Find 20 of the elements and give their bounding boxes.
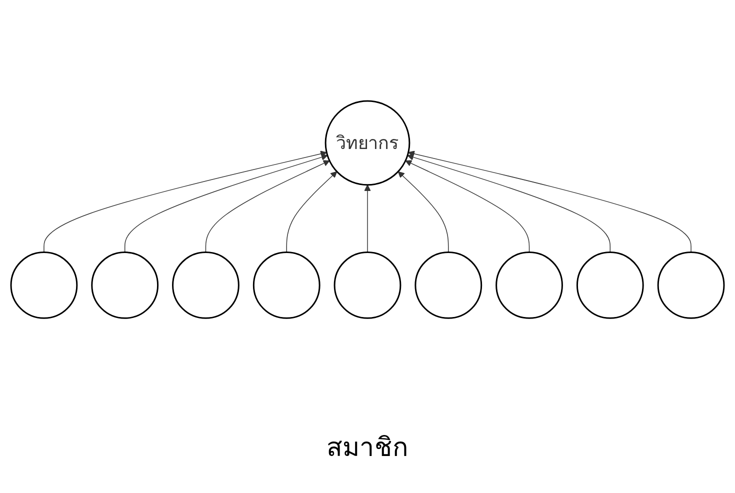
node-circle xyxy=(657,252,725,320)
node-circle xyxy=(172,252,240,320)
node-circle xyxy=(414,252,482,320)
node-circle xyxy=(91,252,159,320)
node-circle xyxy=(334,252,402,320)
arrow xyxy=(405,160,530,254)
node-circle xyxy=(10,252,78,320)
node-circle: วิทยากร xyxy=(324,100,410,186)
arrow xyxy=(364,184,371,254)
node-circle xyxy=(252,252,320,320)
arrow xyxy=(398,172,449,254)
arrow xyxy=(407,154,611,254)
arrow xyxy=(205,160,330,254)
arrow xyxy=(408,151,692,254)
node-circle xyxy=(576,252,644,320)
group-label: สมาชิก xyxy=(326,432,408,465)
arrow xyxy=(124,154,328,254)
arrow xyxy=(44,151,327,254)
node-circle xyxy=(496,252,563,320)
arrow xyxy=(286,172,338,254)
